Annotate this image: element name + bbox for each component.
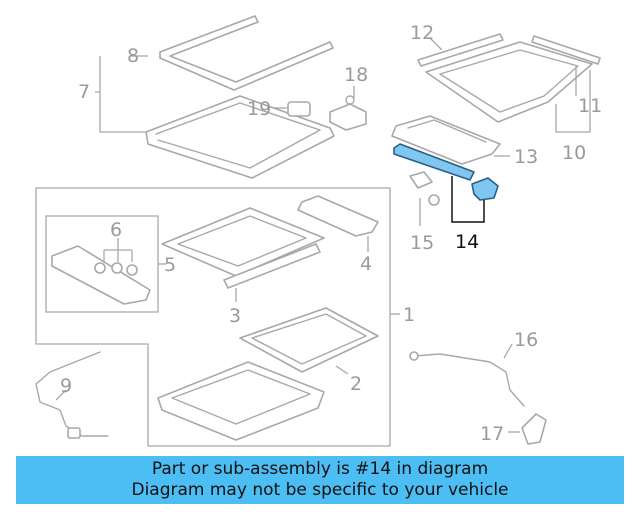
clip-15 [409,171,440,206]
leader-7-8 [95,55,148,133]
glass-panel-2 [239,307,379,373]
callout-11: 11 [578,95,602,117]
callout-10: 10 [562,142,586,164]
rail-3 [223,243,321,289]
glass-10 [425,41,593,123]
housing-frame [161,207,325,277]
callout-18: 18 [344,64,368,86]
part-14-highlight [393,143,499,201]
roof-trim-8 [159,15,334,91]
banner-line-1: Part or sub-assembly is #14 in diagram [151,459,489,479]
motor-17 [521,413,547,445]
cable-16 [409,351,525,407]
info-banner: Part or sub-assembly is #14 in diagram D… [16,456,624,504]
callout-2: 2 [350,373,362,395]
weatherstrip-12 [417,33,504,67]
callout-14: 14 [455,231,479,253]
callout-19: 19 [247,98,271,120]
callout-17: 17 [480,423,504,445]
leader-12 [429,37,443,51]
callout-3: 3 [229,305,241,327]
deflector-13 [391,115,501,165]
clip-19 [287,101,311,117]
callout-9: 9 [60,375,72,397]
callout-5: 5 [164,254,176,276]
assembly-box-1 [35,187,391,447]
callout-4: 4 [360,253,372,275]
bracket-4 [297,195,379,237]
roof-frame-7 [145,95,335,179]
seal-11 [531,35,601,65]
leader-16 [503,343,513,359]
leader-14 [451,176,485,223]
callout-15: 15 [410,232,434,254]
harness-9 [35,351,109,439]
leader-10-11 [555,66,591,133]
callout-6: 6 [110,219,122,241]
drain-tray-5 [51,245,151,305]
callout-13: 13 [514,146,538,168]
leader-6 [103,238,133,262]
sunroof-housing [157,361,325,441]
callout-8: 8 [127,45,139,67]
callout-12: 12 [410,22,434,44]
callout-16: 16 [514,329,538,351]
leader-2 [335,365,349,375]
subassembly-box-5 [45,215,159,313]
leader-9 [55,389,67,401]
switch-18 [329,95,367,131]
banner-line-2: Diagram may not be specific to your vehi… [131,480,509,500]
callout-7: 7 [78,81,90,103]
callout-1: 1 [403,304,415,326]
